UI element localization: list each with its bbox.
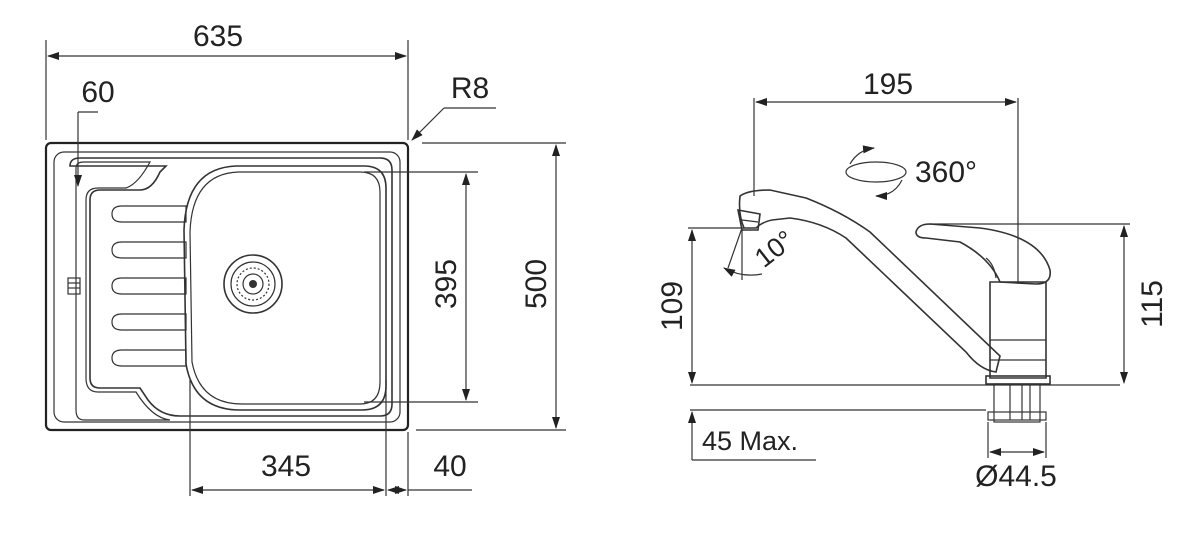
sink-inner-rim xyxy=(53,151,401,423)
dim-rim-width: 40 xyxy=(433,450,466,483)
dim-overall-width: 635 xyxy=(193,20,243,53)
dim-faucet-reach: 195 xyxy=(863,68,913,101)
bowl-outline xyxy=(183,165,387,411)
dim-overall-depth: 500 xyxy=(520,259,553,309)
rotation-360-icon xyxy=(845,145,907,200)
dim-rotation: 360° xyxy=(915,156,977,189)
faucet-body xyxy=(989,281,1047,379)
dim-bowl-depth: 395 xyxy=(430,259,463,309)
faucet-drawing: 195 360° 10° 109 115 45 Max. Ø44.5 xyxy=(656,68,1169,493)
dim-bowl-width: 345 xyxy=(261,450,311,483)
sink-outline xyxy=(44,141,410,432)
dim-base-diameter: Ø44.5 xyxy=(975,460,1057,493)
dim-total-height: 115 xyxy=(1136,280,1169,328)
sink-drawing: 635 60 R8 395 500 345 40 xyxy=(44,20,566,496)
drainboard-edge xyxy=(75,161,171,421)
faucet-aerator xyxy=(736,209,761,231)
drainboard-outline xyxy=(69,157,393,417)
bowl-inner xyxy=(189,171,381,405)
dim-spray-angle: 10° xyxy=(749,225,800,274)
dim-drain-offset: 60 xyxy=(81,76,114,109)
dim-spout-height: 109 xyxy=(656,281,689,331)
drainboard-grooves xyxy=(111,205,187,367)
faucet-lever xyxy=(915,223,1052,285)
faucet-spout xyxy=(738,189,1001,373)
overflow-icon xyxy=(67,277,81,295)
faucet-mount xyxy=(993,383,1041,423)
drain-strainer-icon xyxy=(223,254,283,314)
dim-max-thickness: 45 Max. xyxy=(702,426,798,456)
dim-corner-radius: R8 xyxy=(451,72,489,105)
